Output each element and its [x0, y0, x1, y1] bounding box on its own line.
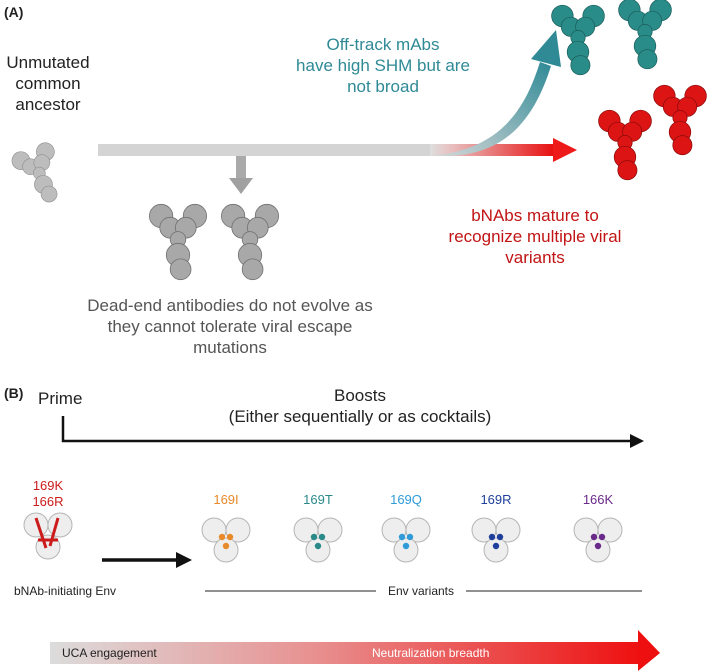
boost-arrow: [102, 552, 192, 568]
dead-end-antibody: [220, 203, 280, 281]
boosts-label: Boosts (Either sequentially or as cockta…: [228, 386, 492, 426]
timeline-arrow: [61, 416, 644, 448]
initiating-env-trimer: [23, 512, 73, 560]
variant-env-trimer: [471, 517, 521, 563]
initiating-mutations: 169K 166R: [32, 478, 64, 509]
panel-b-label: (B): [4, 385, 24, 401]
variant-label: 166K: [582, 492, 614, 507]
off-track-antibody: [617, 0, 673, 70]
gradient-right-label: Neutralization breadth: [372, 646, 490, 660]
main-pathway-arrow: [98, 144, 438, 156]
variant-label: 169I: [213, 492, 239, 507]
variant-label: 169R: [480, 492, 512, 507]
bnab-label: bNAbs mature to recognize multiple viral…: [448, 206, 622, 267]
bnab-pathway-arrow: [430, 138, 577, 162]
bnab-antibody: [597, 109, 653, 181]
gradient-arrow: [50, 630, 660, 671]
variant-label: 169T: [303, 492, 333, 507]
variant-env-trimer: [573, 517, 623, 563]
off-track-label: Off-track mAbs have high SHM but are not…: [296, 35, 470, 96]
env-variants-label: Env variants: [387, 584, 455, 598]
prime-label: Prime: [38, 389, 83, 408]
dead-end-arrow: [229, 156, 253, 194]
bnab-antibody: [652, 84, 708, 156]
variant-env-trimer: [293, 517, 343, 563]
dead-end-label: Dead-end antibodies do not evolve as the…: [87, 296, 373, 357]
off-track-arrow: [430, 30, 561, 156]
variant-env-trimer: [381, 517, 431, 563]
uca-antibody: [8, 139, 72, 211]
gradient-left-label: UCA engagement: [62, 646, 157, 660]
uca-label: Unmutated common ancestor: [6, 53, 90, 114]
variant-label: 169Q: [390, 492, 422, 507]
initiating-env-label: bNAb-initiating Env: [14, 584, 117, 598]
variant-env-trimer: [201, 517, 251, 563]
dead-end-antibody: [148, 203, 208, 281]
panel-a-label: (A): [4, 4, 24, 20]
